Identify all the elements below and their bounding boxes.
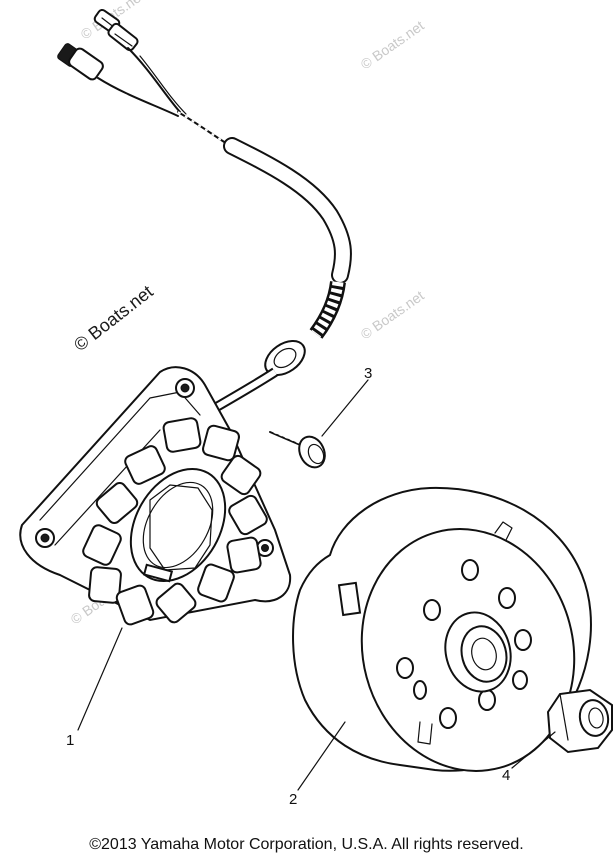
watermark-main: © Boats.net [70, 281, 157, 355]
copyright-notice: ©2013 Yamaha Motor Corporation, U.S.A. A… [89, 836, 524, 853]
callout-3: 3 [364, 365, 372, 382]
connector-2 [107, 22, 139, 52]
callout-leaders [77, 379, 556, 791]
leader-3 [321, 379, 369, 437]
callout-4: 4 [502, 767, 510, 784]
connector-3 [57, 43, 104, 81]
leader-4 [511, 731, 556, 769]
wire-harness [57, 8, 352, 417]
watermark-mid-right: © Boats.net [358, 287, 427, 342]
nut [546, 688, 613, 754]
callout-1: 1 [66, 732, 74, 749]
rotor-flywheel [292, 486, 592, 772]
watermark-top-right: © Boats.net [358, 17, 427, 72]
screw [269, 431, 326, 469]
stator-assembly [19, 366, 292, 626]
leader-2 [297, 721, 346, 791]
callout-labels: 1 2 3 4 [66, 365, 510, 808]
callout-2: 2 [289, 791, 297, 808]
leader-1 [77, 627, 123, 731]
